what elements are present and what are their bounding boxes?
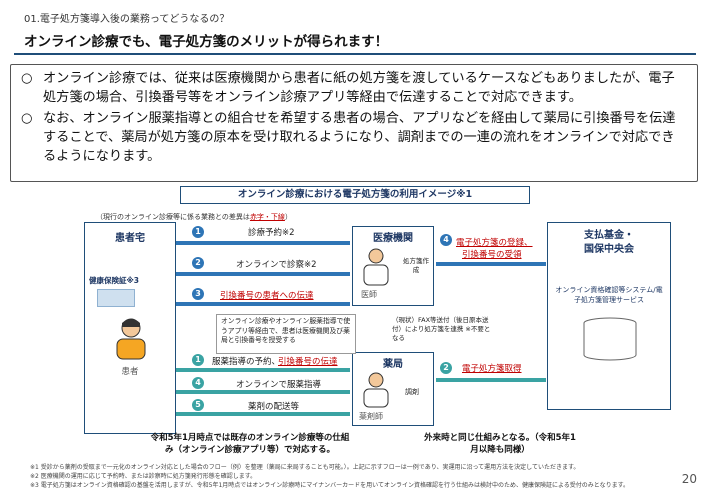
diagram-title: オンライン診療における電子処方箋の利用イメージ※1 (180, 186, 530, 204)
footnote-2: ※2 医療機関の運用に応じて予約時、または診察時に処方箋発行形態を確認します。 (30, 473, 257, 480)
bullet-circle: ○ (21, 71, 33, 86)
footnote-1: ※1 受診から薬剤の受取まで一元化のオンライン対応とした場合のフロー（例）を整理… (30, 464, 580, 471)
step-num-p4: 4 (192, 377, 204, 389)
intro-paragraph-1: ○ オンライン診療では、従来は医療機関から患者に紙の処方箋を渡しているケースなども… (21, 69, 687, 107)
clinic-title: 医療機関 (373, 233, 413, 244)
step-online-guidance: オンラインで服薬指導 (236, 380, 322, 390)
step-reservation: 診療予約※2 (248, 228, 295, 238)
arrow-register-prescription (436, 262, 546, 266)
arrow-reservation (176, 241, 350, 245)
arrow-delivery (176, 412, 350, 416)
arrow-consultation (176, 272, 350, 276)
page-title: オンライン診療でも、電子処方箋のメリットが得られます！ (24, 34, 389, 50)
step-pharmacy-reserve-b: 引換番号の伝達 (278, 357, 338, 367)
pharmacy-title: 薬局 (383, 359, 403, 370)
bottom-note-left: 令和5年1月時点では既存のオンライン診療等の仕組み（オンライン診療アプリ等）で対… (150, 433, 350, 455)
step-register-b: 引換番号の受領 (462, 250, 522, 260)
step-get-prescription: 電子処方箋取得 (462, 364, 522, 374)
step-num-2: 2 (192, 257, 204, 269)
patient-role: 患者 (121, 367, 139, 377)
payer-title: 支払基金・国保中央会 (584, 230, 634, 255)
doctor-icon (363, 248, 389, 286)
diagram-note: （現行のオンライン診療等に係る業務との差異は赤字・下線） (96, 213, 292, 221)
arrow-exchange-number (176, 302, 350, 306)
intro-text-2: なお、オンライン服薬指導との組合せを希望する患者の場合、アプリなどを経由して薬局… (43, 111, 676, 164)
pharmacy-box: 薬局 薬剤師 調剤 (352, 352, 434, 426)
intro-paragraph-2: ○ なお、オンライン服薬指導との組合せを希望する患者の場合、アプリなどを経由して薬… (21, 109, 687, 166)
step-pharmacy-reserve-a: 服薬指導の予約、 (212, 357, 281, 367)
section-label: 01.電子処方箋導入後の業務ってどうなるの？ (24, 14, 230, 25)
intro-box: ○ オンライン診療では、従来は医療機関から患者に紙の処方箋を渡しているケースなども… (10, 64, 698, 182)
step-num-p2: 2 (440, 362, 452, 374)
patient-title: 患者宅 (115, 233, 145, 244)
page-number: 20 (681, 472, 697, 486)
arrow-online-guidance (176, 390, 350, 394)
step-consultation: オンラインで診察※2 (236, 260, 317, 270)
insurance-card-icon (97, 289, 135, 307)
clinic-role: 医師 (361, 290, 377, 299)
step-num-p1: 1 (192, 354, 204, 366)
patient-person-icon (116, 318, 146, 360)
pharmacy-role: 薬剤師 (359, 412, 383, 421)
clinic-action: 処方箋作成 (403, 257, 429, 274)
app-exchange-note: オンライン診療やオンライン服薬指導で使うアプリ等経由で、患者は医療機関及び薬局と… (216, 314, 356, 354)
step-num-p5: 5 (192, 399, 204, 411)
payer-system-label: オンライン資格確認等システム/電子処方箋管理サービス (555, 286, 663, 304)
bullet-circle: ○ (21, 111, 33, 126)
arrow-get-prescription (436, 378, 546, 382)
footnote-3: ※3 電子処方箋はオンライン資格確認の基盤を活用しますが、令和5年1月時点ではオ… (30, 482, 630, 489)
bottom-note-right: 外来時と同じ仕組みとなる。（令和5年1月以降も同様） (424, 433, 576, 455)
step-num-4: 4 (440, 234, 452, 246)
database-icon (583, 317, 637, 361)
medical-institution-box: 医療機関 医師 処方箋作成 (352, 226, 434, 306)
fax-note: （現状）FAX等送付（後日原本送付）により処方箋を連携 ※不要となる (392, 316, 491, 342)
insurance-card-label: 健康保険証※3 (89, 276, 140, 285)
payer-box: 支払基金・国保中央会 オンライン資格確認等システム/電子処方箋管理サービス (547, 222, 671, 410)
header-divider (14, 53, 696, 55)
step-num-3: 3 (192, 288, 204, 300)
step-delivery: 薬剤の配送等 (248, 402, 300, 412)
pharmacist-icon (363, 372, 389, 408)
arrow-pharmacy-reserve (176, 368, 350, 372)
step-num-1: 1 (192, 226, 204, 238)
pharmacy-action: 調剤 (405, 388, 419, 396)
intro-text-1: オンライン診療では、従来は医療機関から患者に紙の処方箋を渡しているケースなどもあ… (43, 71, 675, 105)
patient-home-box: 患者宅 健康保険証※3 患者 (84, 222, 176, 434)
step-exchange-number: 引換番号の患者への伝達 (220, 291, 314, 301)
step-register-a: 電子処方箋の登録、 (456, 238, 533, 248)
